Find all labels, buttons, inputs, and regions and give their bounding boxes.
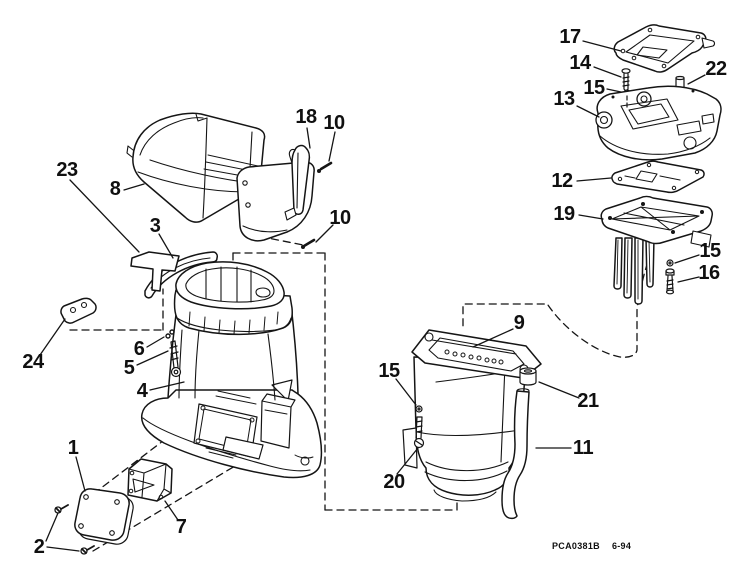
part-21-grommet [519, 367, 537, 386]
callout-15: 15 [699, 240, 721, 262]
caption-date: 6-94 [611, 541, 632, 551]
part-15-washer-left [415, 405, 423, 413]
callout-11: 11 [572, 437, 594, 459]
part-7-mount-bracket [127, 458, 173, 502]
part-16-bolt [665, 268, 675, 295]
leader-lines [39, 40, 706, 552]
part-4-driveshaft-housing [140, 261, 323, 479]
part-14-screw [621, 68, 631, 92]
part-15-washer-right [666, 259, 674, 267]
callout-17: 17 [559, 26, 581, 48]
part-17-gasket [613, 24, 716, 73]
figure-caption: PCA0381B 6-94 [552, 542, 631, 551]
caption-code: PCA0381B [552, 541, 600, 551]
part-19-plate-and-tubes [600, 195, 713, 305]
callout-19: 19 [553, 203, 575, 225]
callout-9: 9 [513, 312, 525, 334]
callout-18: 18 [295, 106, 317, 128]
callout-21: 21 [577, 390, 599, 412]
callout-4: 4 [136, 380, 148, 402]
part-23-bracket [130, 251, 180, 292]
callout-14: 14 [569, 52, 591, 74]
callout-13: 13 [553, 88, 575, 110]
callout-24: 24 [22, 351, 44, 373]
callout-23: 23 [56, 159, 78, 181]
callout-20: 20 [383, 471, 405, 493]
callout-6: 6 [133, 338, 145, 360]
part-18-lever [284, 144, 311, 221]
callout-12: 12 [551, 170, 573, 192]
callout-10: 10 [323, 112, 345, 134]
callout-10: 10 [329, 207, 351, 229]
callout-2: 2 [33, 536, 45, 558]
part-20-bolt [413, 416, 425, 449]
part-24-plate [60, 297, 97, 324]
callout-15: 15 [378, 360, 400, 382]
part-13-adapter-housing [595, 85, 722, 161]
part-10-screws [301, 161, 333, 249]
part-12-plate [611, 160, 705, 194]
part-6-screw [165, 329, 175, 339]
callout-7: 7 [175, 516, 187, 538]
callout-8: 8 [109, 178, 121, 200]
callout-1: 1 [67, 437, 79, 459]
callout-16: 16 [698, 262, 720, 284]
callout-22: 22 [705, 58, 727, 80]
part-5-bolt [169, 340, 182, 378]
part-11-water-tube [501, 388, 530, 520]
callout-5: 5 [123, 357, 135, 379]
callout-3: 3 [149, 215, 161, 237]
part-1-cover-plate [74, 488, 134, 545]
callout-15: 15 [583, 77, 605, 99]
